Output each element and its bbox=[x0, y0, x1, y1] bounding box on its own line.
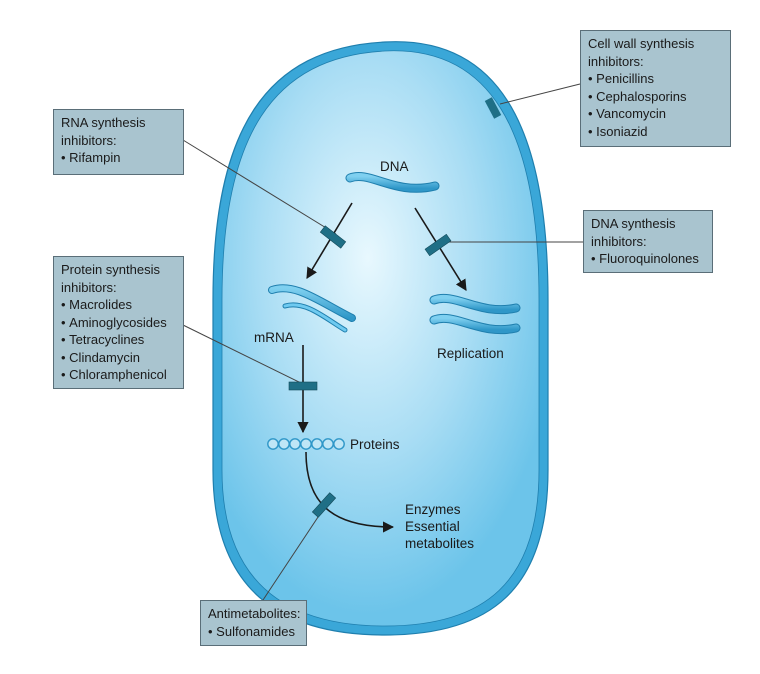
callout-dna-synthesis-inhibitors: DNA synthesis inhibitors: Fluoroquinolon… bbox=[583, 210, 713, 273]
drug-item: Clindamycin bbox=[61, 349, 176, 367]
drug-item: Isoniazid bbox=[588, 123, 723, 141]
drug-list: Fluoroquinolones bbox=[591, 250, 705, 268]
cell-interior bbox=[221, 50, 540, 627]
drug-item: Aminoglycosides bbox=[61, 314, 176, 332]
drug-list: Penicillins Cephalosporins Vancomycin Is… bbox=[588, 70, 723, 140]
mrna-strands bbox=[268, 284, 356, 333]
arrow-dna-to-replication bbox=[414, 207, 467, 291]
leader-protein bbox=[182, 324, 304, 385]
arrow-dna-to-mrna bbox=[306, 202, 353, 279]
drug-list: Macrolides Aminoglycosides Tetracyclines… bbox=[61, 296, 176, 384]
cell-wall-inhibitor-bar bbox=[484, 97, 502, 119]
callout-rna-synthesis-inhibitors: RNA synthesis inhibitors: Rifampin bbox=[53, 109, 184, 175]
proteins-label: Proteins bbox=[350, 437, 400, 452]
protein-beads bbox=[267, 438, 345, 450]
callout-title: Protein synthesis inhibitors: bbox=[61, 262, 160, 295]
callout-title: RNA synthesis inhibitors: bbox=[61, 115, 146, 148]
protein-bead bbox=[311, 438, 323, 450]
callout-antimetabolites: Antimetabolites: Sulfonamides bbox=[200, 600, 307, 646]
drug-item: Rifampin bbox=[61, 149, 176, 167]
dna-label: DNA bbox=[380, 159, 409, 174]
leader-cell-wall bbox=[499, 83, 581, 105]
drug-item: Tetracyclines bbox=[61, 331, 176, 349]
enzymes-label: Enzymes bbox=[405, 502, 461, 517]
antimetabolite-inhibitor-bar bbox=[311, 492, 337, 518]
protein-bead bbox=[267, 438, 279, 450]
essential-label: Essential bbox=[405, 519, 460, 534]
protein-bead bbox=[278, 438, 290, 450]
protein-bead bbox=[300, 438, 312, 450]
replication-strands bbox=[429, 293, 521, 335]
arrow-proteins-to-enzymes bbox=[305, 451, 395, 533]
leader-lines bbox=[182, 83, 583, 601]
callout-title: Antimetabolites: bbox=[208, 606, 301, 621]
callout-title: DNA synthesis inhibitors: bbox=[591, 216, 676, 249]
dna-inhibitor-bar bbox=[424, 233, 452, 257]
drug-list: Rifampin bbox=[61, 149, 176, 167]
rna-inhibitor-bar bbox=[319, 225, 347, 249]
drug-item: Vancomycin bbox=[588, 105, 723, 123]
replication-label: Replication bbox=[437, 346, 504, 361]
mrna-label: mRNA bbox=[254, 330, 294, 345]
leader-rna bbox=[182, 139, 337, 235]
protein-bead bbox=[289, 438, 301, 450]
drug-item: Fluoroquinolones bbox=[591, 250, 705, 268]
drug-item: Sulfonamides bbox=[208, 623, 299, 641]
drug-item: Cephalosporins bbox=[588, 88, 723, 106]
callout-title: Cell wall synthesis inhibitors: bbox=[588, 36, 695, 69]
protein-bead bbox=[333, 438, 345, 450]
callout-protein-synthesis-inhibitors: Protein synthesis inhibitors: Macrolides… bbox=[53, 256, 184, 389]
metabolites-label: metabolites bbox=[405, 536, 474, 551]
drug-item: Macrolides bbox=[61, 296, 176, 314]
drug-item: Chloramphenicol bbox=[61, 366, 176, 384]
drug-list: Sulfonamides bbox=[208, 623, 299, 641]
protein-bead bbox=[322, 438, 334, 450]
protein-inhibitor-bar bbox=[288, 381, 318, 391]
callout-cell-wall-inhibitors: Cell wall synthesis inhibitors: Penicill… bbox=[580, 30, 731, 147]
leader-antimetabolites bbox=[262, 504, 327, 601]
drug-item: Penicillins bbox=[588, 70, 723, 88]
